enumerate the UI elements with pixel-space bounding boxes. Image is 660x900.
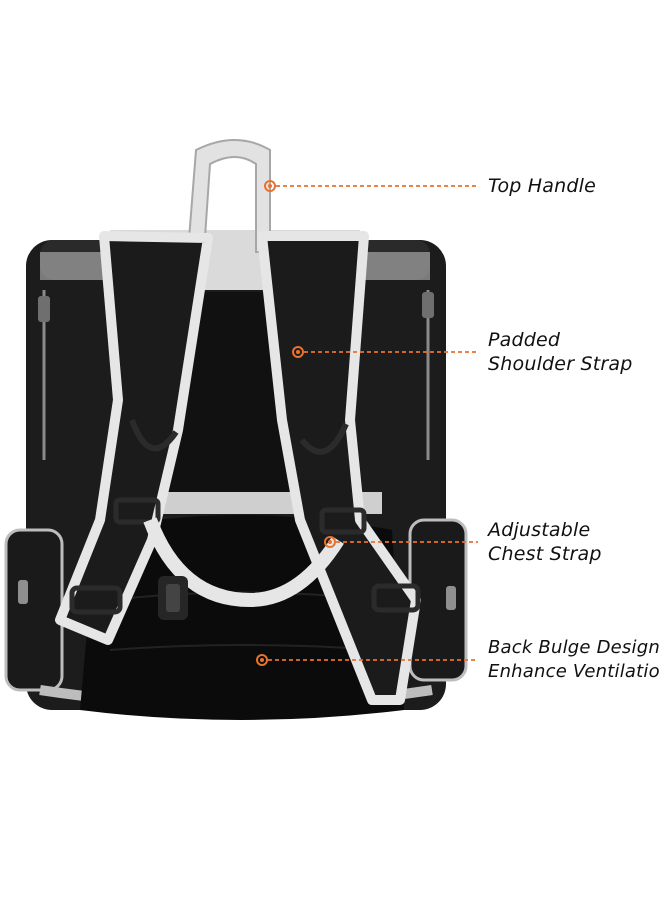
callout-label-top-handle: Top Handle xyxy=(488,174,596,198)
callout-label-chest-strap: Adjustable Chest Strap xyxy=(488,518,602,566)
callout-line: Chest Strap xyxy=(488,543,602,565)
callout-line: Enhance Ventilation xyxy=(488,661,660,682)
callout-line: Shoulder Strap xyxy=(488,353,633,375)
chest-strap xyxy=(143,517,344,620)
callout-markers xyxy=(256,180,478,666)
callout-line: Back Bulge Design xyxy=(488,637,660,658)
callout-line: Adjustable xyxy=(488,519,591,541)
hardware xyxy=(69,418,421,615)
callout-dot-top-handle xyxy=(264,180,276,192)
callout-dot-chest-strap xyxy=(324,536,336,548)
callout-line: Top Handle xyxy=(488,175,596,197)
callout-label-back-bulge: Back Bulge Design Enhance Ventilation xyxy=(488,636,660,684)
callout-label-shoulder-strap: Padded Shoulder Strap xyxy=(488,328,632,376)
callout-dot-shoulder-strap xyxy=(292,346,304,358)
callout-line: Padded xyxy=(488,329,561,351)
shoulder-strap-left xyxy=(55,231,213,645)
callout-dot-back-bulge xyxy=(256,654,268,666)
